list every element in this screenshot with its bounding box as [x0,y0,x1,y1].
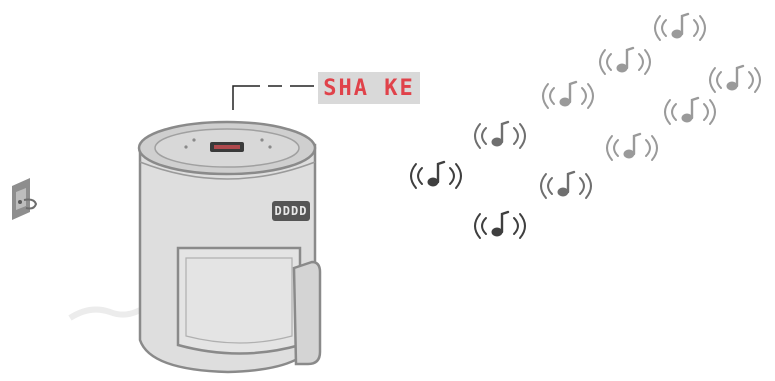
music-note-icon [655,14,705,40]
fryer-brand-label: DDDD [272,201,310,221]
music-note-icon [475,122,525,148]
sound-notes-group [411,14,760,238]
fryer-brand-text: DDDD [275,204,308,218]
display-readout: SHA KE [318,72,420,104]
power-cord [70,310,140,318]
music-note-icon [600,48,650,74]
fryer-basket [178,248,300,354]
music-note-icon [543,82,593,108]
music-note-icon [665,98,715,124]
music-note-icon [607,134,657,160]
power-socket-icon [12,178,36,220]
display-leader-line [233,86,314,110]
display-readout-text: SHA KE [323,76,414,101]
music-note-icon [411,162,461,188]
air-fryer [139,122,320,372]
music-note-icon [541,172,591,198]
fryer-handle [294,262,320,364]
music-note-icon [475,212,525,238]
music-note-icon [710,66,760,92]
